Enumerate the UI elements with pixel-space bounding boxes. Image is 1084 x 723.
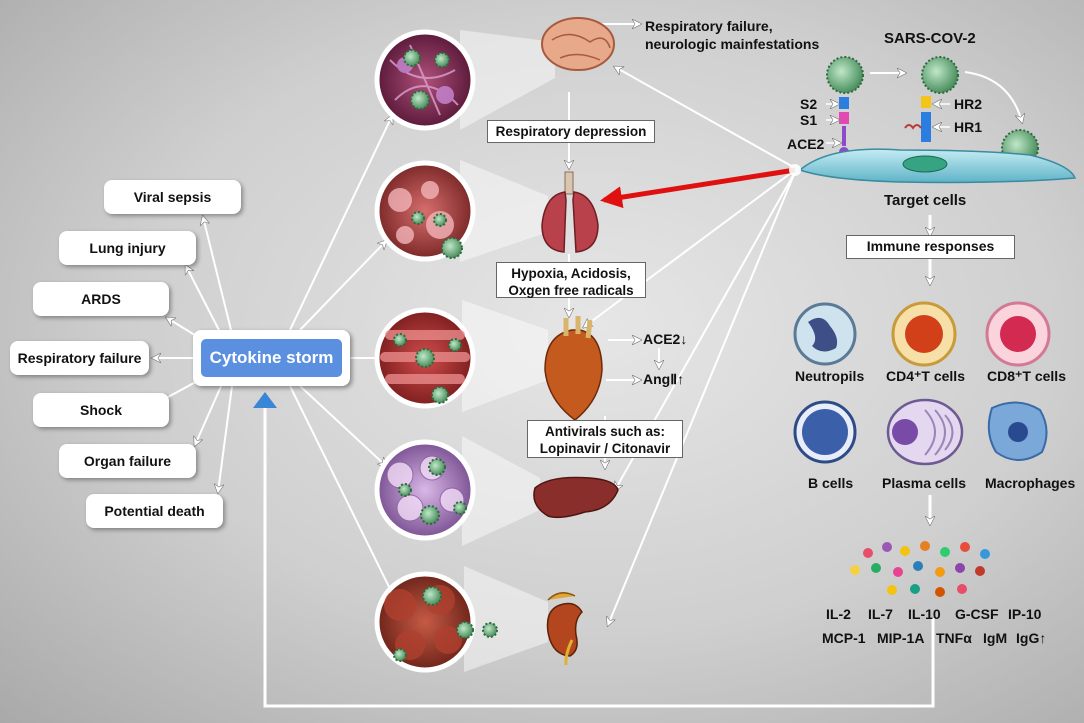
antivirals-line1: Antivirals such as:	[544, 424, 666, 439]
outcome-potential-death: Potential death	[86, 494, 223, 528]
antivirals-line2: Lopinavir / Citonavir	[539, 441, 671, 456]
cytokine-il7: IL-7	[868, 606, 893, 622]
hypoxia-line1: Hypoxia, Acidosis,	[511, 266, 631, 281]
cytokine-ip10: IP-10	[1008, 606, 1042, 622]
cytokine-il2: IL-2	[826, 606, 851, 622]
hypoxia-box: Hypoxia, Acidosis, Oxgen free radicals	[496, 262, 646, 298]
cytokine-storm-label: Cytokine storm	[201, 339, 342, 377]
cell-label-macrophages: Macrophages	[985, 475, 1076, 491]
immune-responses-box: Immune responses	[846, 235, 1015, 259]
cytokine-mip1a: MIP-1A	[877, 630, 925, 646]
outcome-shock: Shock	[33, 393, 169, 427]
ace2-down-label: ACE2↓	[643, 331, 688, 347]
s1-label: S1	[800, 112, 818, 128]
outcome-lung-injury: Lung injury	[59, 231, 196, 265]
cytokine-igg: IgG↑	[1016, 630, 1047, 646]
respiratory-depression-label: Respiratory depression	[487, 120, 655, 143]
cytokine-tnfa: TNFα	[936, 630, 972, 646]
cell-label-plasma-cells: Plasma cells	[882, 475, 967, 491]
cytokine-mcp1: MCP-1	[822, 630, 866, 646]
hr2-label: HR2	[954, 96, 983, 112]
cell-label-b-cells: B cells	[808, 475, 854, 491]
ang-up-label: AngⅡ↑	[643, 371, 685, 387]
hr1-label: HR1	[954, 119, 983, 135]
outcome-viral-sepsis: Viral sepsis	[104, 180, 241, 214]
s2-label: S2	[800, 96, 818, 112]
cytokine-igm: IgM	[983, 630, 1008, 646]
cytokine-il10: IL-10	[908, 606, 941, 622]
cytokine-gcsf: G-CSF	[955, 606, 999, 622]
cytokine-storm-box: Cytokine storm	[193, 330, 350, 386]
antivirals-box: Antivirals such as: Lopinavir / Citonavi…	[527, 420, 683, 458]
ace2-label: ACE2	[787, 136, 825, 152]
target-cells-label: Target cells	[884, 192, 967, 209]
outcome-organ-failure: Organ failure	[59, 444, 196, 478]
brain-note: Respiratory failure, neurologic mainfest…	[645, 18, 820, 52]
cell-label-cd8: CD8⁺T cells	[987, 368, 1066, 384]
sars-cov-2-title: SARS-COV-2	[884, 30, 976, 47]
hypoxia-line2: Oxgen free radicals	[508, 283, 634, 298]
outcome-respiratory-failure: Respiratory failure	[10, 341, 149, 375]
cell-label-cd4: CD4⁺T cells	[886, 368, 965, 384]
cell-label-neutrophils: Neutropils	[795, 368, 865, 384]
outcome-ards: ARDS	[33, 282, 169, 316]
